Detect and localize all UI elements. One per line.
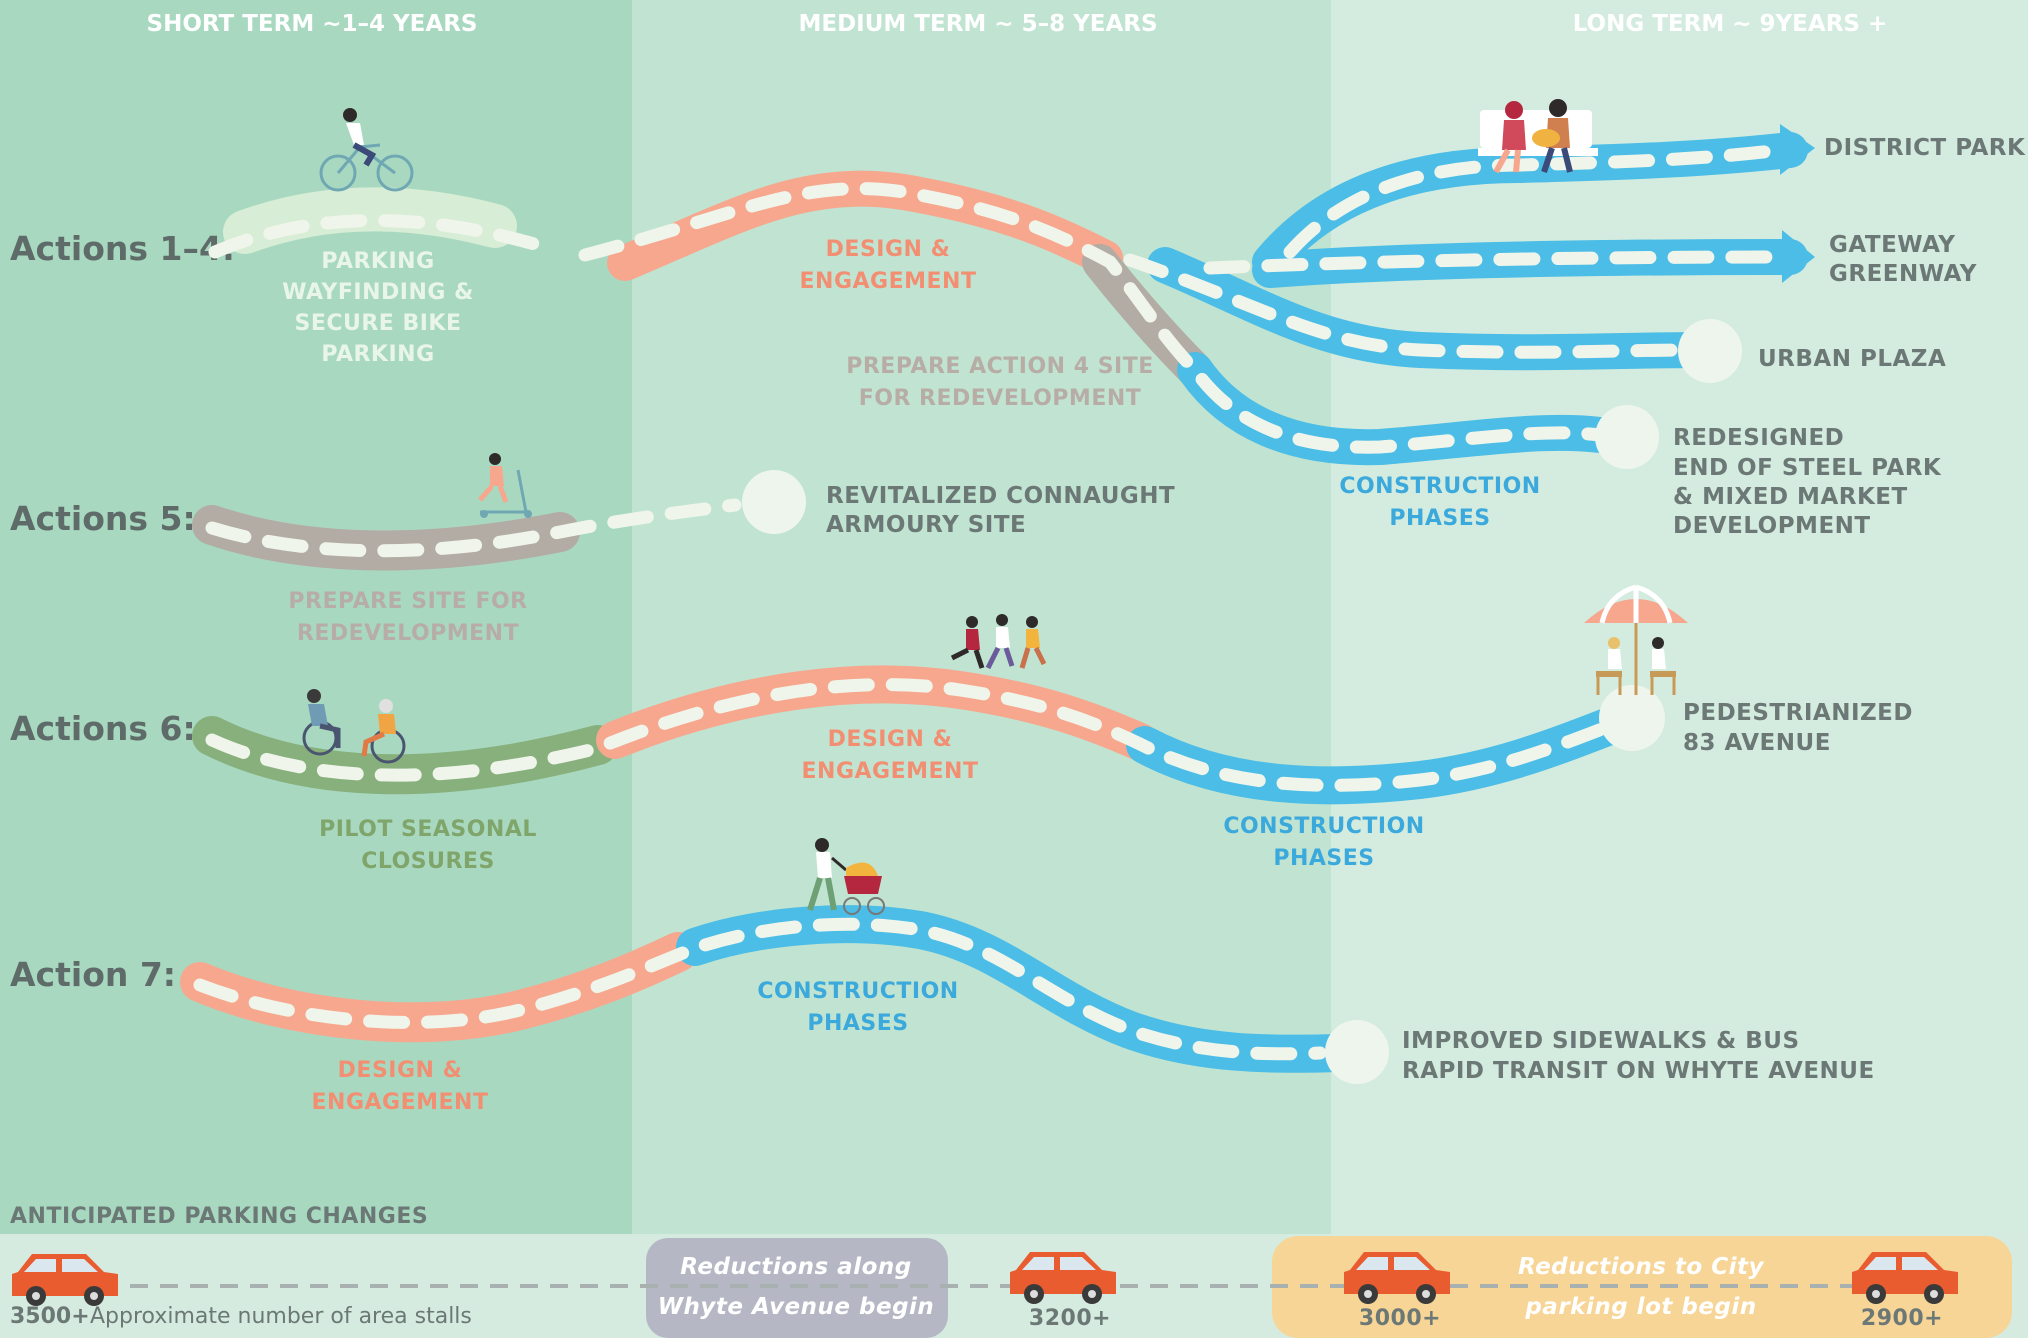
a1-parking-line-4: PARKING	[321, 342, 434, 367]
a1-design-line-2: ENGAGEMENT	[800, 269, 977, 294]
destination-pedestrianized-line-2: 83 AVENUE	[1683, 730, 1831, 756]
a1-design-label: DESIGN & ENGAGEMENT	[800, 237, 977, 294]
header-long-term: LONG TERM ~ 9YEARS +	[1573, 11, 1888, 37]
row-label-actions-6: Actions 6:	[10, 709, 196, 748]
a6-construction-label: CONSTRUCTION PHASES	[1223, 814, 1424, 871]
a1-dash-line-5	[1283, 143, 1787, 259]
a1-parking-line-1: PARKING	[321, 249, 434, 274]
stalls-3500-value: 3500+	[10, 1304, 90, 1329]
a5-prepare-line-1: PREPARE SITE FOR	[288, 589, 527, 614]
actions-5-paths	[192, 498, 742, 571]
a1-parking-label: PARKING WAYFINDING & SECURE BIKE PARKING	[282, 249, 474, 367]
a6-pilot-line-1: PILOT SEASONAL	[319, 817, 537, 842]
a1-prepare-label: PREPARE ACTION 4 SITE FOR REDEVELOPMENT	[846, 354, 1154, 411]
a5-prepare-line-2: REDEVELOPMENT	[297, 621, 519, 646]
a6-pilot-label: PILOT SEASONAL CLOSURES	[319, 817, 537, 874]
header-short-term: SHORT TERM ~1–4 YEARS	[147, 11, 478, 37]
arrowhead-district-park	[1780, 124, 1815, 175]
action-7-paths	[180, 905, 1359, 1073]
runners-icon	[950, 614, 1047, 670]
whyte-reduction-note-line-1: Reductions along	[680, 1254, 911, 1280]
a7-construction-label: CONSTRUCTION PHASES	[757, 979, 958, 1036]
short-term-column	[0, 0, 632, 1234]
cyclist-icon	[319, 108, 414, 192]
a1-construction-line-1: CONSTRUCTION	[1339, 474, 1540, 499]
whyte-node	[1325, 1020, 1389, 1084]
destination-district-park: DISTRICT PARK	[1824, 135, 2026, 161]
city-reduction-note-line-1: Reductions to City	[1518, 1254, 1764, 1280]
a1-prepare-line-1: PREPARE ACTION 4 SITE	[846, 354, 1154, 379]
a6-dash-line	[205, 678, 1627, 792]
a5-dash-line	[205, 498, 742, 558]
a6-pilot-line-2: CLOSURES	[361, 849, 495, 874]
scooter-rider-icon	[478, 453, 532, 518]
wheelchair-users-icon	[302, 689, 406, 764]
a1-dash-line-4	[1203, 250, 1787, 275]
a7-design-label: DESIGN & ENGAGEMENT	[312, 1058, 489, 1115]
a1-construction-label: CONSTRUCTION PHASES	[1339, 474, 1540, 531]
a1-design-line-1: DESIGN &	[826, 237, 951, 262]
pedestrianized-node	[1599, 685, 1665, 751]
urban-plaza-node	[1678, 319, 1742, 383]
destination-end-of-steel-line-4: DEVELOPMENT	[1673, 513, 1871, 539]
stalls-3500: 3500+	[10, 1304, 90, 1329]
header-medium-term: MEDIUM TERM ~ 5–8 YEARS	[798, 11, 1157, 37]
a7-construction-line-2: PHASES	[807, 1011, 908, 1036]
couple-on-bench-icon	[1478, 99, 1598, 174]
a7-design-line-2: ENGAGEMENT	[312, 1090, 489, 1115]
a6-design-line-2: ENGAGEMENT	[802, 759, 979, 784]
stalls-note: Approximate number of area stalls	[90, 1304, 472, 1329]
a6-design-label: DESIGN & ENGAGEMENT	[802, 727, 979, 784]
destination-end-of-steel-line-2: END OF STEEL PARK	[1673, 455, 1942, 481]
arrowhead-gateway	[1782, 230, 1815, 283]
parking-title: ANTICIPATED PARKING CHANGES	[10, 1204, 428, 1229]
a6-construction-line-1: CONSTRUCTION	[1223, 814, 1424, 839]
a1-prepare-line-2: FOR REDEVELOPMENT	[859, 386, 1142, 411]
destination-urban-plaza: URBAN PLAZA	[1758, 346, 1946, 372]
a7-dash-line	[193, 917, 1327, 1061]
car-icon	[12, 1254, 118, 1306]
connaught-node	[742, 470, 806, 534]
a6-construction-line-2: PHASES	[1273, 846, 1374, 871]
a7-design-line-1: DESIGN &	[338, 1058, 463, 1083]
car-icon	[1852, 1252, 1958, 1304]
stalls-2900: 2900+	[1861, 1306, 1943, 1331]
cafe-umbrella-icon	[1584, 584, 1688, 695]
destination-whyte-line-1: IMPROVED SIDEWALKS & BUS	[1402, 1028, 1800, 1054]
actions-6-paths	[192, 665, 1639, 805]
end-of-steel-node	[1595, 405, 1659, 469]
stalls-3200: 3200+	[1029, 1306, 1111, 1331]
parent-with-stroller-icon	[807, 838, 885, 915]
destination-end-of-steel-line-3: & MIXED MARKET	[1673, 484, 1908, 510]
a1-parking-line-2: WAYFINDING &	[282, 280, 474, 305]
actions-1-4-paths	[208, 124, 1815, 466]
car-icon	[1010, 1252, 1116, 1304]
whyte-reduction-note-line-2: Whyte Avenue begin	[658, 1294, 935, 1320]
row-label-action-7: Action 7:	[10, 955, 176, 994]
destination-pedestrianized-line-1: PEDESTRIANIZED	[1683, 700, 1913, 726]
car-icon	[1344, 1252, 1450, 1304]
city-reduction-note-line-2: parking lot begin	[1524, 1294, 1756, 1320]
a1-dash-line-3	[1123, 253, 1697, 359]
a1-dash-line-1	[208, 214, 562, 259]
destination-connaught-line-2: ARMOURY SITE	[826, 512, 1026, 538]
row-label-actions-5: Actions 5:	[10, 499, 196, 538]
stalls-3000: 3000+	[1359, 1306, 1441, 1331]
a1-parking-segment	[223, 187, 517, 254]
destination-end-of-steel-line-1: REDESIGNED	[1673, 425, 1844, 451]
destination-whyte-line-2: RAPID TRANSIT ON WHYTE AVENUE	[1402, 1058, 1875, 1084]
a1-construction-line-2: PHASES	[1389, 506, 1490, 531]
destination-gateway-line-1: GATEWAY	[1829, 232, 1955, 258]
destination-connaught-line-1: REVITALIZED CONNAUGHT	[826, 483, 1175, 509]
a6-design-line-1: DESIGN &	[828, 727, 953, 752]
a1-dash-line-2	[578, 182, 1607, 454]
row-label-actions-1-4: Actions 1–4:	[10, 229, 235, 268]
a7-construction-line-1: CONSTRUCTION	[757, 979, 958, 1004]
a5-prepare-label: PREPARE SITE FOR REDEVELOPMENT	[288, 589, 527, 646]
a1-parking-line-3: SECURE BIKE	[294, 311, 461, 336]
destination-gateway-line-2: GREENWAY	[1829, 261, 1977, 287]
